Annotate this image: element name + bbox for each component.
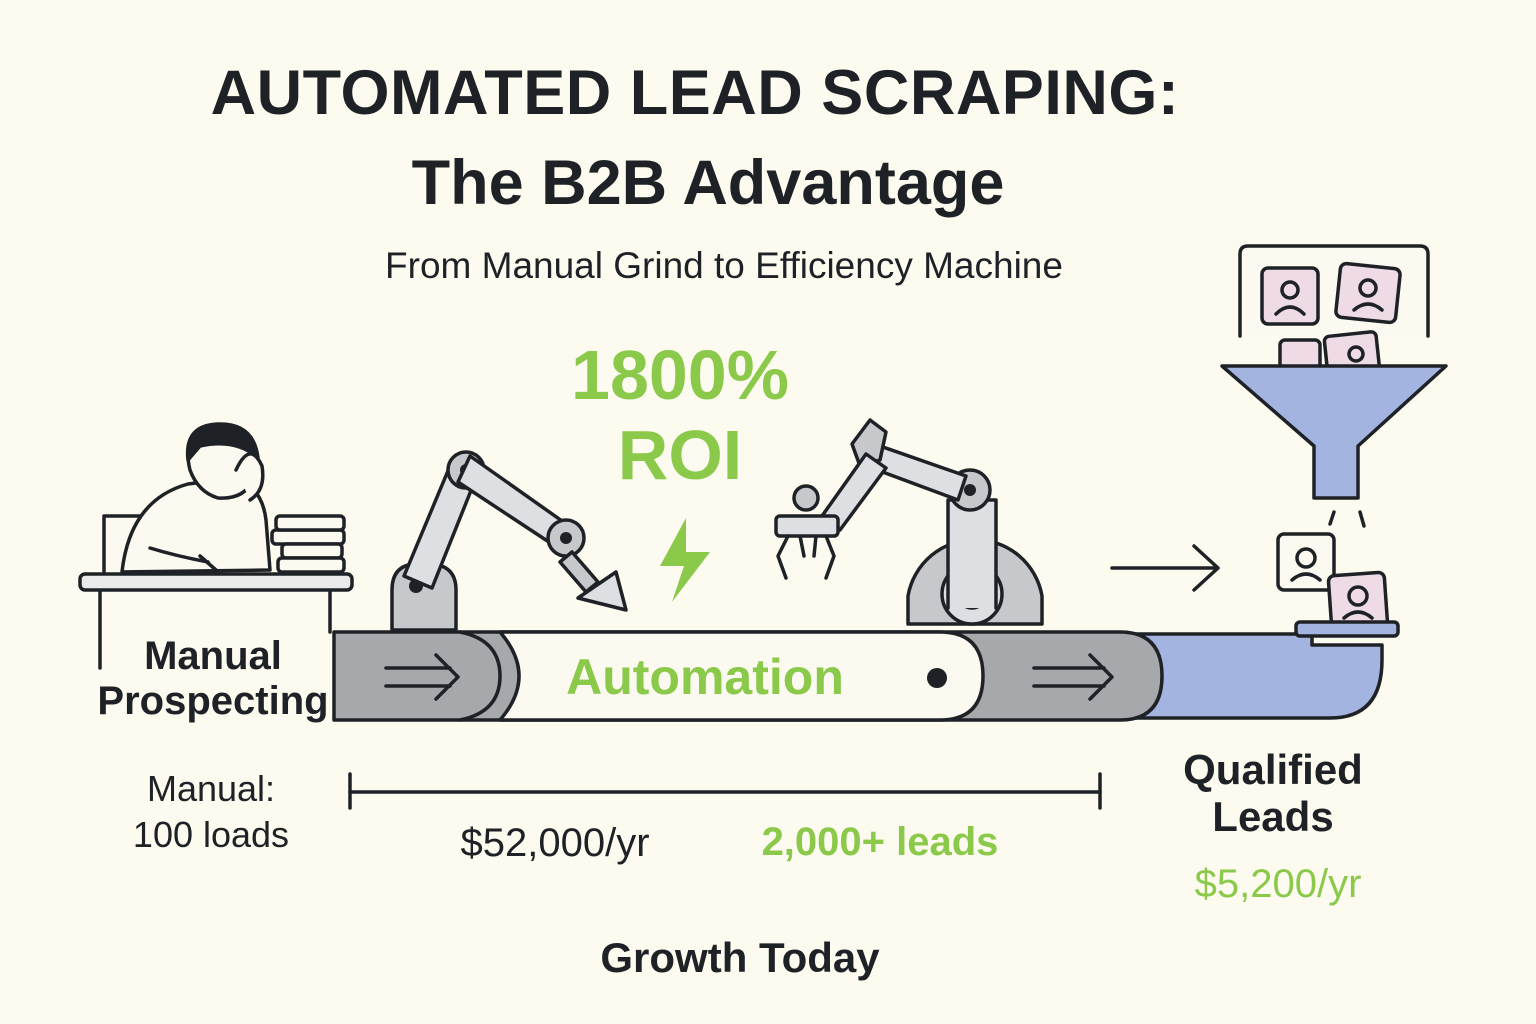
roi-value: 1800% (571, 336, 789, 414)
stage-qualified-label: Qualified Leads (1150, 746, 1396, 840)
roi-label: ROI (617, 416, 743, 494)
output-tray (1294, 620, 1400, 638)
stage-manual-line2: Prospecting (97, 678, 329, 723)
belt-arrow-right-icon (1032, 653, 1114, 701)
lightning-bolt-icon (660, 518, 710, 602)
profile-card-icon (1276, 532, 1390, 634)
stage-qualified-line1: Qualified (1183, 746, 1363, 793)
page-title: AUTOMATED LEAD SCRAPING: (210, 58, 1180, 128)
manual-metric-line2: 100 loads (132, 814, 290, 856)
stage-manual-line1: Manual (144, 634, 282, 678)
page-subtitle: From Manual Grind to Efficiency Machine (385, 245, 1063, 286)
arrow-right-icon (1110, 544, 1220, 592)
manual-metric-line1: Manual: (146, 768, 276, 809)
stage-automation-label: Automation (566, 649, 844, 705)
leads-automated-value: 2,000+ leads (761, 820, 999, 864)
stage-manual-label: Manual Prospecting (70, 634, 356, 724)
funnel-icon (1220, 364, 1448, 528)
belt-arrow-left-icon (384, 653, 460, 701)
page-title-line2: The B2B Advantage (411, 148, 1005, 218)
footer-tagline: Growth Today (600, 934, 880, 981)
output-pipe (1098, 632, 1384, 720)
timeline-bracket (348, 772, 1102, 810)
robotic-arm-icon (390, 450, 628, 632)
person-at-desk-icon (78, 422, 354, 670)
cost-automated-value: $5,200/yr (1194, 862, 1362, 906)
manual-metric: Manual: 100 loads (96, 766, 326, 858)
cost-manual-value: $52,000/yr (460, 821, 650, 865)
stage-qualified-line2: Leads (1212, 793, 1334, 841)
gripper-arm-icon (774, 418, 1044, 626)
conveyor-belt (332, 630, 1164, 722)
